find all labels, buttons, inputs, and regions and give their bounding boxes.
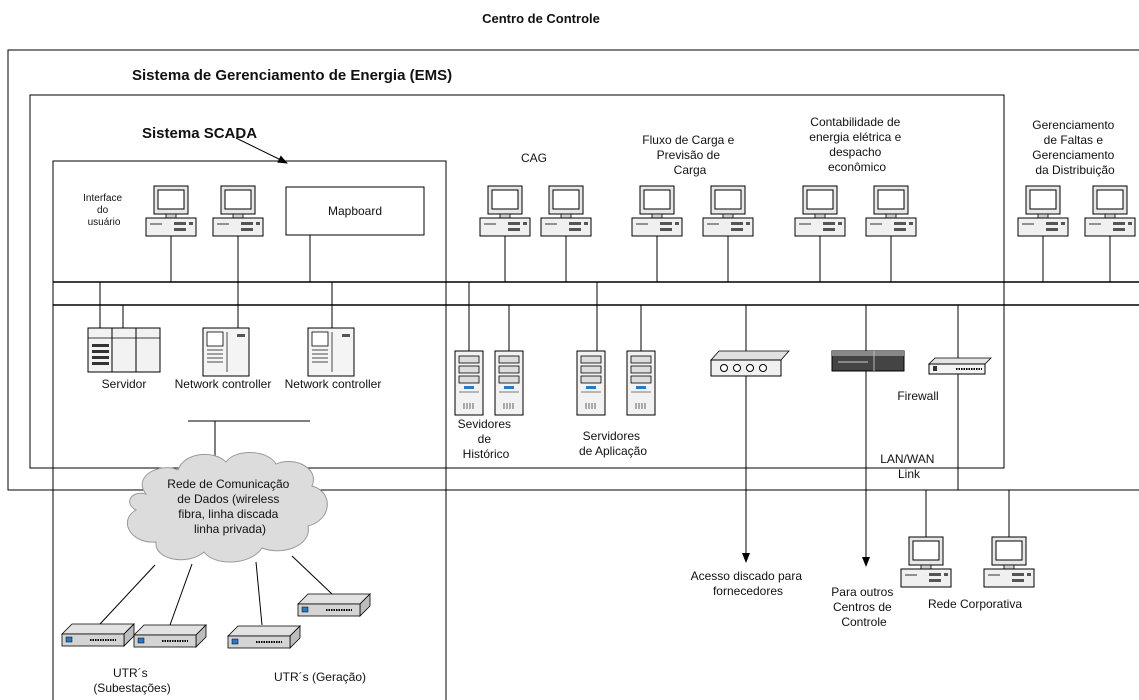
communication-cloud-icon [126, 451, 328, 563]
rede-corporativa-label: Rede Corporativa [928, 597, 1022, 611]
mapboard-box[interactable] [285, 186, 425, 236]
computer-icon[interactable] [865, 185, 917, 237]
computer-icon[interactable] [212, 185, 264, 237]
interface-label: Interface do usuário [83, 193, 125, 228]
router-icon[interactable] [831, 350, 905, 372]
computer-icon[interactable] [145, 185, 197, 237]
control-center-box [7, 49, 1139, 491]
utr-geracao-label: UTR´s (Geração) [274, 670, 366, 684]
utr-icon[interactable] [61, 623, 135, 647]
scada-pointer [235, 137, 288, 164]
network-controller-2-label: Network controller [285, 377, 382, 391]
firewall-label: Firewall [897, 389, 938, 403]
computer-icon[interactable] [1084, 185, 1136, 237]
computer-icon[interactable] [540, 185, 592, 237]
history-server-icon[interactable] [494, 350, 524, 416]
computer-icon[interactable] [631, 185, 683, 237]
outros-centros-label: Para outros Centros de Controle [831, 585, 896, 629]
servidores-aplicacao-label: Servidores de Aplicação [579, 429, 647, 458]
utr-icon[interactable] [297, 593, 371, 617]
scada-label: Sistema SCADA [142, 125, 257, 142]
computer-icon[interactable] [900, 536, 952, 588]
scada-box [52, 160, 447, 700]
computer-icon[interactable] [702, 185, 754, 237]
utr-subestacoes-label: UTR´s (Subestações) [93, 666, 170, 695]
rede-comunicacao-label: Rede de Comunicação de Dados (wireless f… [167, 477, 292, 536]
lan-wan-label: LAN/WAN Link [880, 452, 938, 481]
mapboard-label: Mapboard [328, 204, 382, 218]
servidores-historico-label: Sevidores de Histórico [458, 417, 515, 461]
fluxo-label: Fluxo de Carga e Previsão de Carga [642, 133, 737, 177]
contabilidade-label: Contabilidade de energia elétrica e desp… [809, 115, 904, 174]
gerenciamento-label: Gerenciamento de Faltas e Gerenciamento … [1032, 118, 1117, 177]
servidor-label: Servidor [102, 377, 147, 391]
title: Centro de Controle [482, 11, 600, 26]
computer-icon[interactable] [1017, 185, 1069, 237]
computer-icon[interactable] [794, 185, 846, 237]
cag-label: CAG [521, 151, 547, 165]
ems-label: Sistema de Gerenciamento de Energia (EMS… [132, 67, 452, 84]
application-server-icon[interactable] [626, 350, 656, 416]
utr-icon[interactable] [133, 624, 207, 648]
computer-icon[interactable] [479, 185, 531, 237]
modem-icon[interactable] [710, 350, 790, 377]
acesso-discado-label: Acesso discado para fornecedores [691, 569, 806, 598]
history-server-icon[interactable] [454, 350, 484, 416]
network-controller-icon[interactable] [307, 327, 355, 377]
network-controller-1-label: Network controller [175, 377, 272, 391]
firewall-icon[interactable] [928, 357, 992, 375]
servidor-icon[interactable] [87, 327, 161, 373]
application-server-icon[interactable] [576, 350, 606, 416]
computer-icon[interactable] [983, 536, 1035, 588]
utr-icon[interactable] [227, 625, 301, 649]
network-controller-icon[interactable] [202, 327, 250, 377]
